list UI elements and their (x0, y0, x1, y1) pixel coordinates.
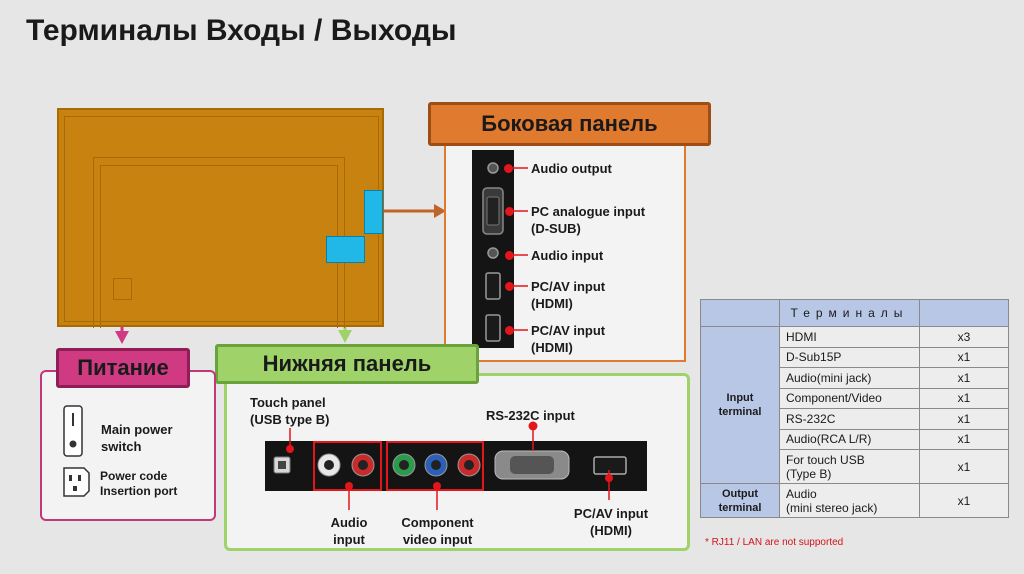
hdmi-port-1 (485, 272, 501, 300)
table-cell-name: Audio(RCA L/R) (779, 428, 920, 450)
table-cell-name: D-Sub15P (779, 346, 920, 368)
table-header-count (919, 299, 1009, 327)
socket-pin (69, 475, 72, 481)
hdmi-port-bottom (593, 456, 627, 475)
rca-center (464, 460, 474, 470)
table-cell-name: RS-232C (779, 408, 920, 430)
audio-input-label: Audio input (330, 515, 368, 547)
table-cell-count: x1 (919, 428, 1009, 450)
rca-center (324, 460, 334, 470)
display-back-panel (57, 108, 384, 327)
side-port-label: PC analogue input (D-SUB) (531, 204, 646, 236)
rca-center (358, 460, 368, 470)
hdmi-port-2 (485, 314, 501, 342)
table-cell-count: x1 (919, 367, 1009, 389)
port-marker (504, 164, 513, 173)
audio-input-jack (487, 247, 499, 259)
rca-center (399, 460, 409, 470)
rs232c-label: RS-232C input (486, 408, 575, 423)
table-cell-name: HDMI (779, 326, 920, 348)
table-cell-name: Component/Video (779, 387, 920, 409)
audio-input-highlight (313, 441, 382, 491)
power-port-label: Power code Insertion port (100, 469, 178, 498)
port-marker (505, 251, 514, 260)
dsub-pins (486, 196, 500, 226)
power-arrowhead (115, 331, 129, 344)
table-cell-name: Audio(mini jack) (779, 367, 920, 389)
table-cell-count: x1 (919, 408, 1009, 430)
table-cell-name: Audio (mini stereo jack) (779, 483, 920, 518)
power-socket-icon (63, 467, 90, 497)
table-cell-count: x1 (919, 346, 1009, 368)
table-cell-count: x1 (919, 449, 1009, 484)
bottom-connectors (273, 450, 627, 480)
usb-b-slot (278, 461, 286, 469)
terminals-table: Терминалы Input terminal HDMI x3 D-Sub15… (700, 299, 1009, 518)
side-arrowhead (434, 204, 446, 218)
page-title: Терминалы Входы / Выходы (26, 14, 457, 47)
rs232c-pins (510, 456, 554, 474)
power-port-marker (113, 278, 132, 300)
bottom-arrowhead (338, 330, 352, 343)
hdmi-bottom-label: PC/AV input (HDMI) (573, 506, 649, 538)
side-terminal-marker (364, 190, 383, 234)
table-note: * RJ11 / LAN are not supported (705, 537, 844, 548)
port-marker (505, 207, 514, 216)
power-icons (63, 405, 90, 497)
socket-pin (78, 475, 81, 481)
side-port-label: PC/AV input (HDMI) (531, 279, 606, 311)
side-port-label: Audio output (531, 161, 612, 176)
socket-pin (73, 486, 77, 491)
side-connectors (482, 162, 504, 342)
side-port-label: PC/AV input (HDMI) (531, 323, 606, 355)
bottom-panel-header: Нижняя панель (215, 344, 479, 384)
component-highlight (386, 441, 484, 491)
port-marker (505, 282, 514, 291)
input-group-label: Input terminal (700, 326, 780, 484)
table-cell-count: x3 (919, 326, 1009, 348)
audio-output-jack (487, 162, 499, 174)
port-marker (505, 326, 514, 335)
switch-off-mark (69, 440, 77, 448)
main-switch-label: Main power switch (101, 422, 173, 454)
table-cell-count: x1 (919, 483, 1009, 518)
side-port-label: Audio input (531, 248, 604, 263)
table-cell-count: x1 (919, 387, 1009, 409)
table-cell-name: For touch USB (Type B) (779, 449, 920, 484)
switch-icon (63, 405, 83, 457)
rca-center (431, 460, 441, 470)
touch-panel-label: Touch panel (USB type B) (250, 395, 330, 427)
power-header: Питание (56, 348, 190, 388)
side-panel-header: Боковая панель (428, 102, 711, 146)
table-header: Терминалы (779, 299, 920, 327)
output-group-label: Output terminal (700, 483, 780, 518)
table-corner (700, 299, 780, 327)
bottom-terminal-marker (326, 236, 365, 263)
component-label: Component video input (401, 515, 474, 547)
